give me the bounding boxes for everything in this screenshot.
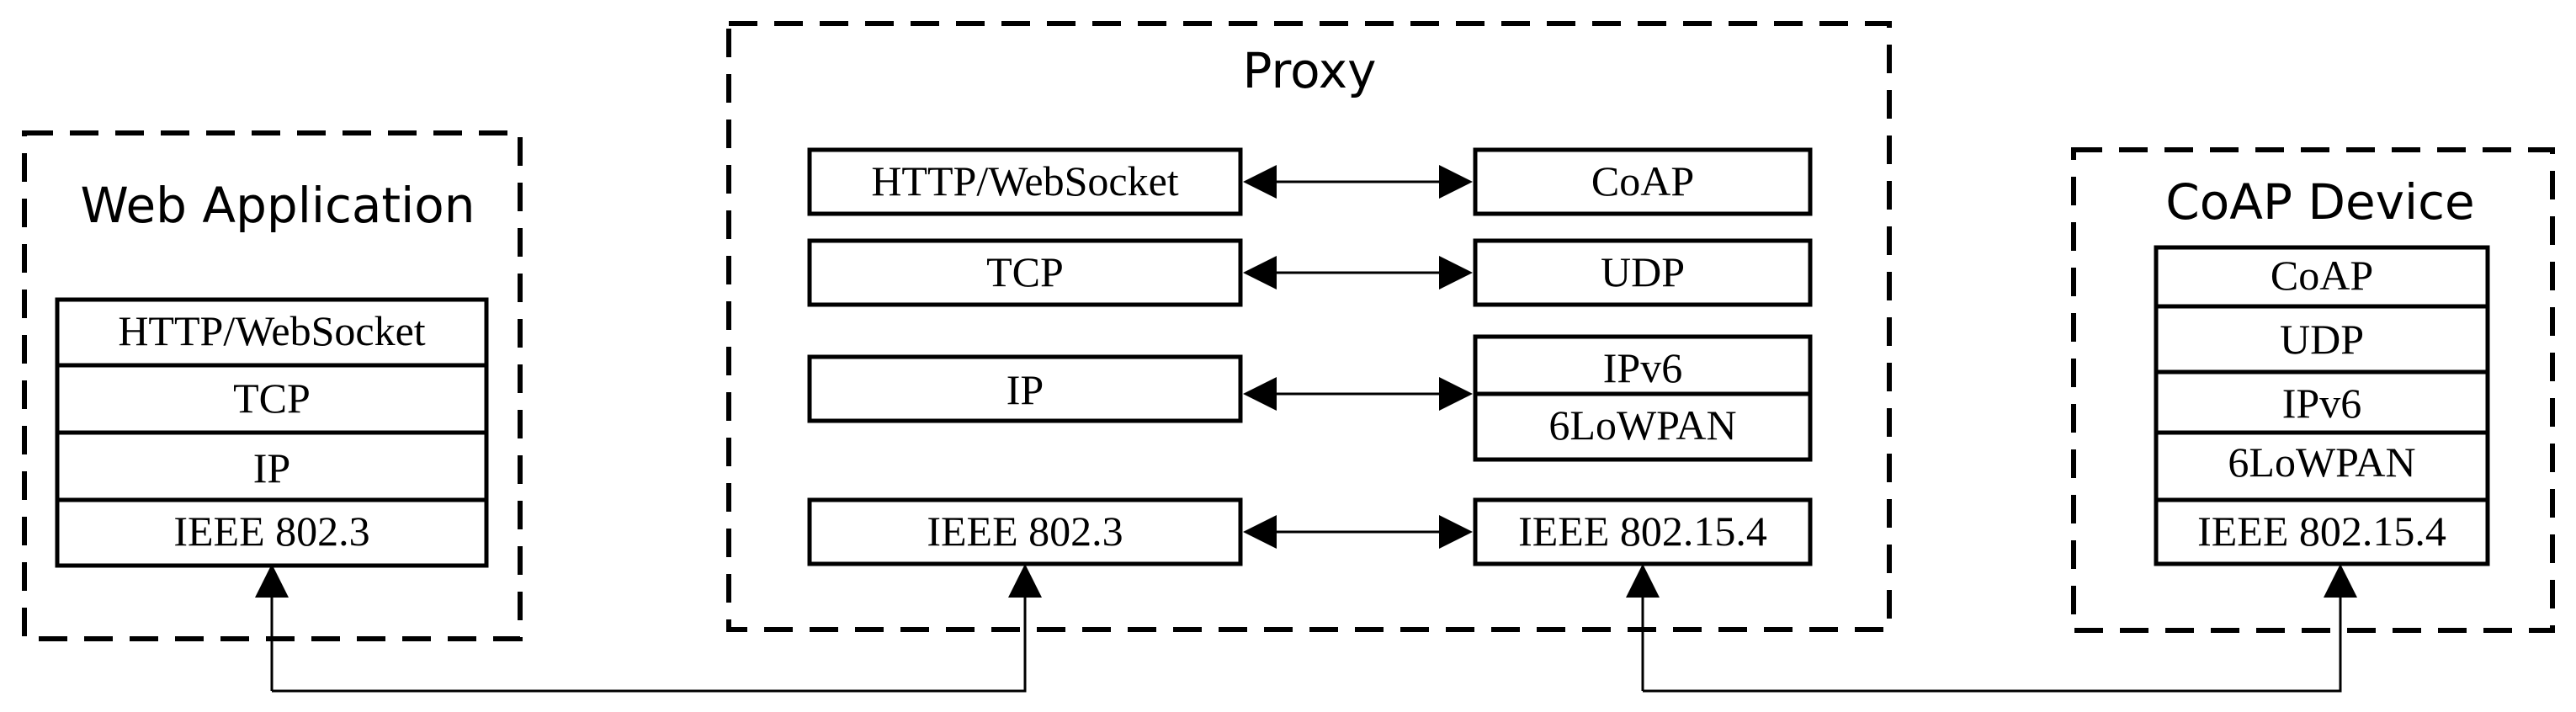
lowpan-link [1643,564,2357,693]
physical-links [255,564,2357,693]
proxy-layer-tcp-label: TCP [986,248,1064,295]
coap-device-panel: CoAP Device CoAP UDP IPv6 6LoWPAN IEEE 8… [2071,147,2555,633]
coap-device-title: CoAP Device [2165,173,2474,231]
coap-layer-coap: CoAP [2271,252,2373,299]
web-application-stack: HTTP/WebSocket TCP IP IEEE 802.3 [55,297,489,568]
proxy-layer-udp-label: UDP [1601,248,1685,295]
web-layer-ip: IP [253,444,290,491]
proxy-layer-6lowpan-label: 6LoWPAN [1548,401,1736,449]
coap-device-border [2071,147,2555,633]
proxy-layer-ipv6-6lowpan [1473,334,1813,462]
coap-device-stack: CoAP UDP IPv6 6LoWPAN IEEE 802.15.4 [2154,245,2490,566]
proxy-layer-http-websocket [807,147,1243,216]
coap-layer-udp: UDP [2280,316,2364,363]
proxy-layer-ieee-802-3 [807,497,1243,566]
web-layer-ieee-802-3: IEEE 802.3 [173,507,369,555]
web-layer-http-websocket: HTTP/WebSocket [118,307,425,354]
proxy-layer-tcp [807,238,1243,307]
web-layer-tcp: TCP [233,375,311,422]
proxy-layer-ipv6-label: IPv6 [1603,344,1682,391]
coap-stack-frame [2154,245,2490,566]
proxy-layer-ieee-802-15-4-label: IEEE 802.15.4 [1518,507,1767,555]
proxy-layer-http-websocket-label: HTTP/WebSocket [871,157,1178,205]
coap-layer-ipv6: IPv6 [2282,380,2361,427]
web-application-title: Web Application [81,177,475,234]
proxy-layer-coap-label: CoAP [1591,157,1694,205]
web-application-panel: Web Application HTTP/WebSocket TCP IP IE… [22,130,523,641]
proxy-right-stack: CoAP UDP IPv6 6LoWPAN IEEE 802.15.4 [1473,147,1813,566]
proxy-left-stack: HTTP/WebSocket TCP IP IEEE 802.3 [807,147,1243,566]
ethernet-link [272,564,1042,693]
proxy-panel: Proxy HTTP/WebSocket TCP IP IEEE 802.3 C… [726,21,1892,632]
proxy-border [726,21,1892,632]
proxy-layer-ip [807,354,1243,423]
proxy-layer-ieee-802-3-label: IEEE 802.3 [927,507,1123,555]
coap-layer-6lowpan: 6LoWPAN [2228,438,2415,486]
proxy-layer-ip-label: IP [1006,366,1044,413]
coap-layer-ieee-802-15-4: IEEE 802.15.4 [2197,507,2446,555]
proxy-layer-udp [1473,238,1813,307]
proxy-layer-coap [1473,147,1813,216]
proxy-title: Proxy [1243,42,1377,99]
proxy-translation-arrows [1243,165,1473,549]
